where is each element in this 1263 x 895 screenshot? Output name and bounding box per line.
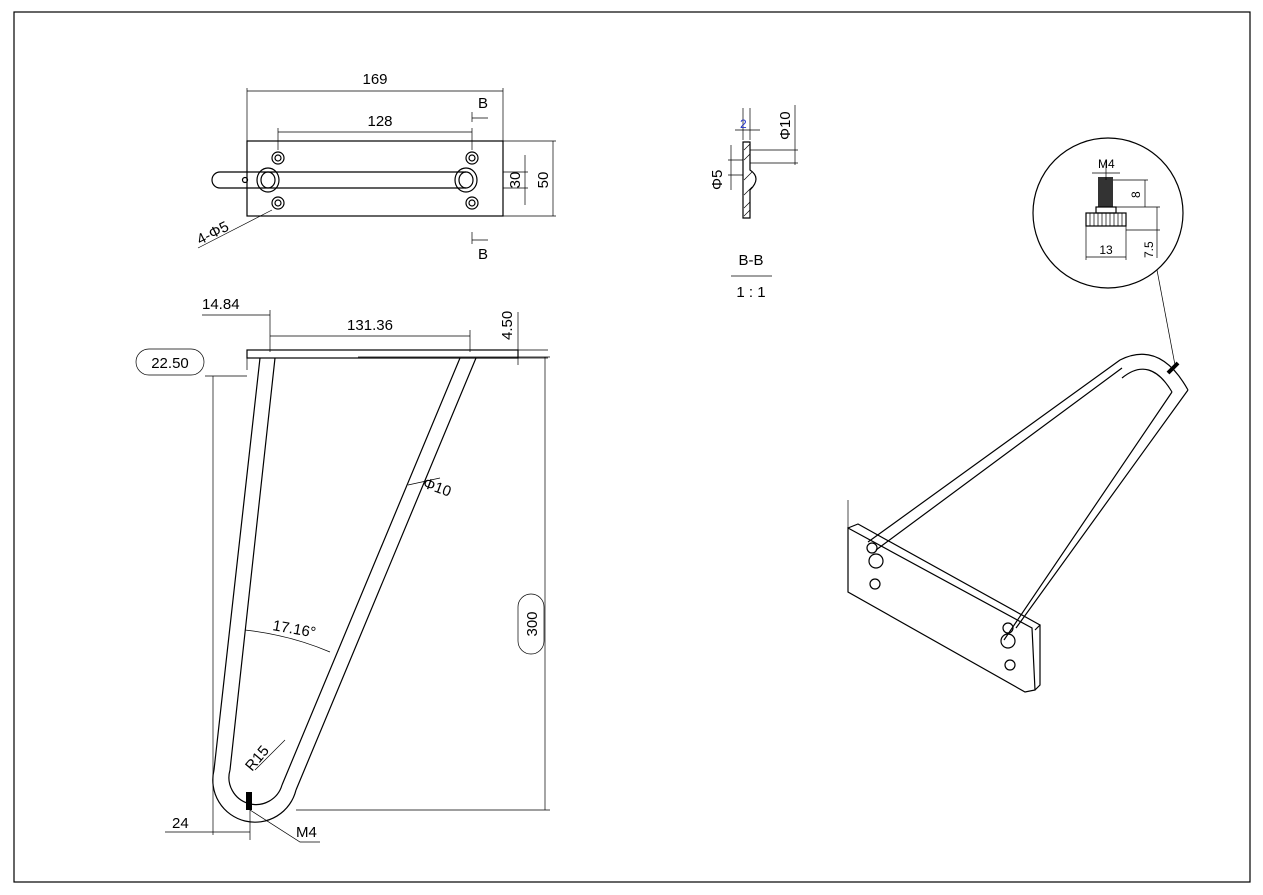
dim-ref: 22.50 xyxy=(151,355,189,372)
mounting-holes xyxy=(271,151,479,210)
section-scale: 1 : 1 xyxy=(736,284,765,301)
detail-knob-dia: 13 xyxy=(1099,243,1113,257)
thread-callout: M4 xyxy=(296,824,317,841)
detail-thread-length: 8 xyxy=(1129,191,1143,198)
dim-offset: 14.84 xyxy=(202,296,240,313)
section-mark-bottom: B xyxy=(478,246,488,263)
dim-bend-radius: R15 xyxy=(242,743,273,775)
dim-hole-dia: Φ5 xyxy=(709,170,726,190)
dim-hole-pitch: 30 xyxy=(507,172,524,189)
dim-plate-height: 50 xyxy=(535,172,552,189)
detail-knob-height: 7.5 xyxy=(1142,241,1156,258)
section-title: B-B xyxy=(738,252,763,269)
hole-callout: 4-Φ5 xyxy=(194,218,232,248)
dim-angle: 17.16° xyxy=(271,617,317,641)
dim-thickness: 4.50 xyxy=(499,311,516,340)
front-view: 14.84 131.36 4.50 22.50 Φ10 17.16° 300 R… xyxy=(135,296,550,843)
iso-plate xyxy=(847,523,1041,693)
dim-rod-dia: Φ10 xyxy=(421,475,454,501)
section-view-b-b: 2 Φ10 Φ5 B-B 1 : 1 xyxy=(709,105,798,301)
dim-overall-width: 169 xyxy=(362,71,387,88)
iso-rods xyxy=(867,353,1189,641)
u-bend xyxy=(212,769,297,823)
detail-thread: M4 xyxy=(1098,157,1115,171)
dim-bottom-offset: 24 xyxy=(172,815,189,832)
dim-hole-spacing: 128 xyxy=(367,113,392,130)
detail-view: M4 8 7.5 13 xyxy=(1032,137,1184,366)
dim-section-thickness: 2 xyxy=(740,117,747,131)
rod-legs xyxy=(213,357,477,791)
isometric-view xyxy=(847,353,1189,693)
dim-top-length: 131.36 xyxy=(347,317,393,334)
drawing-border xyxy=(13,11,1251,883)
rod-outline xyxy=(211,171,466,189)
dim-outer-dia: Φ10 xyxy=(777,111,794,140)
mounting-plate xyxy=(246,140,504,217)
section-mark-top: B xyxy=(478,95,488,112)
top-view: 169 128 B B 30 50 4-Φ5 xyxy=(194,71,556,263)
dim-height: 300 xyxy=(524,611,541,636)
